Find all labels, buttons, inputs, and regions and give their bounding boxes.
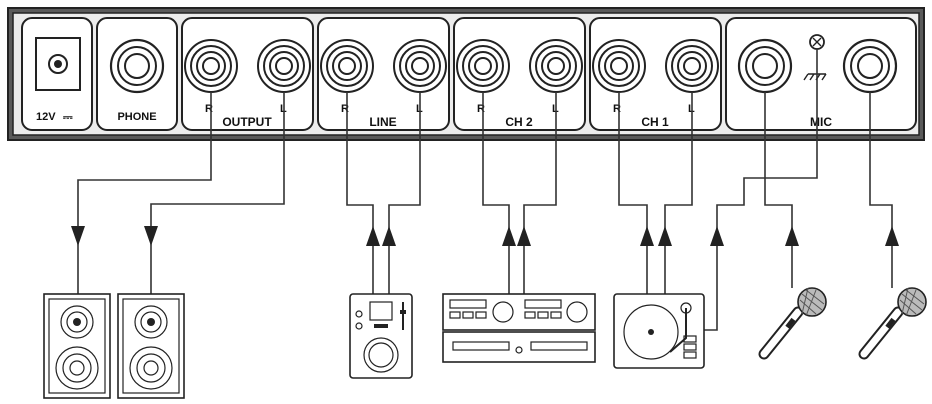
turntable-icon [613,293,705,369]
microphone-icon [758,287,827,360]
output-l-jack[interactable] [257,39,311,93]
line-label: LINE [369,115,396,129]
wire-mic-2 [764,92,793,288]
arrow-up-ch1-l [658,226,672,246]
arrow-up-ch2-l [517,226,531,246]
wire-ground [703,49,818,331]
speaker-icon [43,293,111,399]
signal-arrows [71,226,899,246]
mic-2-jack[interactable] [737,38,793,94]
phone-label: PHONE [117,111,156,123]
arrow-up-line-r [366,226,380,246]
wire-line-r [346,92,374,294]
speaker-icon [117,293,185,399]
wire-ch1-r [618,92,648,294]
wire-ch2-r [482,92,510,294]
ch2-r-letter: R [477,103,485,115]
ch2-l-jack[interactable] [529,39,583,93]
arrow-up-ch1-r [640,226,654,246]
rear-panel: 12V ⎓ PHONE [7,7,925,141]
output-r-jack[interactable] [184,39,238,93]
ch1-label: CH 1 [641,115,669,129]
wire-line-l [388,92,421,294]
ch1-l-jack[interactable] [665,39,719,93]
wire-output-l [150,92,285,294]
arrow-up-line-l [382,226,396,246]
output-label: OUTPUT [222,115,272,129]
cd-player-icon [349,293,413,379]
wire-ch2-l [523,92,557,294]
wire-ch1-l [664,92,693,294]
power-label: 12V [36,111,56,123]
wire-mic-1 [869,92,893,288]
arrow-down-speaker-1 [71,226,85,246]
phone-jack[interactable] [109,38,165,94]
ch2-label: CH 2 [505,115,533,129]
line-r-letter: R [341,103,349,115]
connection-wires [77,49,893,331]
arrow-up-ground [710,226,724,246]
dc-power-jack[interactable] [35,37,81,91]
ch2-r-jack[interactable] [456,39,510,93]
arrow-up-mic-2 [785,226,799,246]
line-r-jack[interactable] [320,39,374,93]
output-r-letter: R [205,103,213,115]
mic-label: MIC [810,115,832,129]
mic-1-jack[interactable] [842,38,898,94]
ch1-r-jack[interactable] [592,39,646,93]
arrow-down-speaker-2 [144,226,158,246]
ch1-r-letter: R [613,103,621,115]
dual-cd-player-icon [442,293,596,363]
line-l-jack[interactable] [393,39,447,93]
dc-symbol: ⎓ [63,110,73,124]
arrow-up-ch2-r [502,226,516,246]
arrow-up-mic-1 [885,226,899,246]
microphone-icon [858,287,927,360]
